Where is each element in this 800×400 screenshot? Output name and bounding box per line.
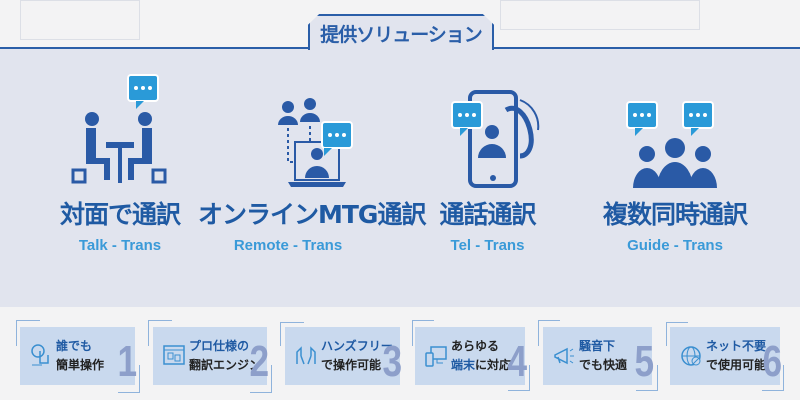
feature-line2-highlight: 端末	[451, 358, 476, 372]
solution-guide: 複数同時通訳 Guide - Trans	[595, 70, 755, 254]
solution-title: オンラインMTG通訳	[198, 200, 426, 229]
connector-line	[538, 320, 560, 346]
connector-line	[250, 365, 272, 393]
feature-card-1: 誰でも簡単操作 1	[20, 327, 137, 386]
feature-number: 3	[381, 337, 402, 386]
feature-line2: に対応	[475, 358, 512, 372]
circuit-decoration	[20, 0, 140, 40]
connector-line	[148, 320, 172, 346]
devices-icon	[421, 345, 451, 367]
globe-no-net-icon	[676, 345, 706, 367]
feature-line1: プロ仕様の	[189, 339, 250, 353]
feature-line2: で操作可能	[321, 358, 382, 372]
page-title: 提供ソリューション	[320, 24, 483, 46]
feature-line1: あらゆる	[451, 339, 500, 353]
solution-subtitle: Talk - Trans	[78, 237, 162, 254]
solution-subtitle: Guide - Trans	[627, 237, 723, 254]
feature-line1: ネット不要	[706, 339, 767, 353]
title-tab	[308, 14, 494, 50]
connector-line	[16, 320, 40, 346]
solution-remote: オンラインMTG通訳 Remote - Trans	[198, 70, 426, 254]
solution-subtitle: Remote - Trans	[233, 237, 343, 254]
connector-line	[762, 365, 784, 391]
feature-number: 4	[506, 337, 527, 386]
feature-card-3: ハンズフリーで操作可能 3	[285, 327, 402, 386]
solution-title: 対面で通訳	[59, 200, 181, 229]
connector-line	[508, 365, 530, 391]
solution-subtitle: Tel - Trans	[450, 237, 525, 254]
group-icon	[595, 70, 755, 195]
solution-talk: 対面で通訳 Talk - Trans	[40, 70, 200, 254]
megaphone-icon	[549, 345, 579, 367]
feature-line2: で使用可能	[706, 358, 767, 372]
connector-line	[280, 322, 304, 346]
connector-line	[412, 320, 434, 346]
feature-line2: でも快適	[579, 358, 628, 372]
feature-line2: 簡単操作	[56, 358, 105, 372]
feature-card-2: プロ仕様の翻訳エンジン 2	[153, 327, 269, 386]
solution-title: 複数同時通訳	[602, 200, 748, 229]
hands-icon	[291, 346, 321, 366]
connector-line	[636, 365, 658, 391]
feature-card-4: あらゆる端末に対応 4	[415, 327, 527, 386]
feature-number: 5	[633, 337, 654, 386]
feature-card-6: ネット不要で使用可能 6	[670, 327, 782, 386]
face-to-face-icon	[40, 70, 200, 195]
feature-number: 2	[248, 337, 269, 386]
feature-number: 6	[761, 337, 782, 386]
feature-card-5: 騒音下でも快適 5	[543, 327, 654, 386]
feature-line1: 騒音下	[579, 339, 616, 353]
feature-line1: 誰でも	[56, 339, 93, 353]
translate-screen-icon	[159, 345, 189, 367]
online-meeting-icon	[198, 70, 378, 195]
connector-line	[666, 322, 688, 346]
phone-call-icon	[420, 70, 555, 195]
feature-line2: 翻訳エンジン	[189, 358, 262, 372]
solution-tel: 通話通訳 Tel - Trans	[420, 70, 555, 254]
touch-gear-icon	[26, 343, 56, 369]
circuit-decoration	[500, 0, 700, 30]
feature-number: 1	[116, 337, 137, 386]
feature-line1: ハンズフリー	[321, 339, 393, 353]
solution-title: 通話通訳	[439, 200, 536, 229]
connector-line	[118, 365, 140, 393]
